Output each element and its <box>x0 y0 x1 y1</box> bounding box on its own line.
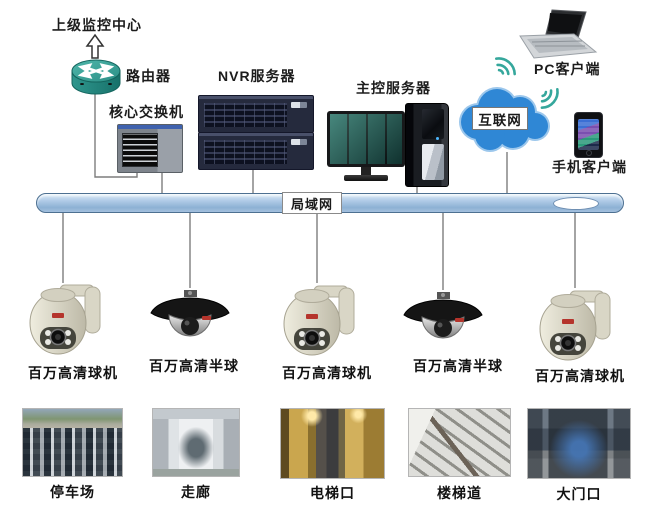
tower-power-led <box>436 137 439 140</box>
main-server-label: 主控服务器 <box>356 80 431 96</box>
nvr-unit-icon <box>198 95 314 133</box>
monitor-stand <box>361 167 371 175</box>
server-tower-icon <box>405 103 449 187</box>
speed-dome-camera-icon <box>539 290 611 361</box>
photo-corridor <box>152 408 240 477</box>
photo-parking-lot <box>22 408 123 477</box>
photo-stairway <box>408 408 511 477</box>
photo-main-gate <box>527 408 631 479</box>
location-label: 走廊 <box>181 484 211 500</box>
speed-dome-camera-icon <box>283 285 355 356</box>
core-switch-label: 核心交换机 <box>109 104 184 120</box>
camera-label: 百万高清球机 <box>282 365 372 381</box>
location-label: 大门口 <box>556 486 602 502</box>
tower-front-panel <box>422 144 444 180</box>
nvr-server-label: NVR服务器 <box>218 68 296 84</box>
tower-window <box>422 109 444 139</box>
location-label: 停车场 <box>50 484 95 500</box>
camera-label: 百万高清半球 <box>413 358 503 374</box>
laptop-icon <box>519 9 598 59</box>
surveillance-grid-screen <box>330 114 402 164</box>
camera-label: 百万高清半球 <box>149 358 239 374</box>
mobile-client-label: 手机客户端 <box>552 159 627 175</box>
router-icon <box>71 59 121 95</box>
video-wall-monitor-icon <box>327 111 405 167</box>
core-switch-icon <box>117 124 183 173</box>
smartphone-icon <box>574 112 603 158</box>
up-arrow-icon <box>85 33 105 59</box>
location-label: 电梯口 <box>310 485 355 501</box>
wifi-waves-icon <box>485 36 534 85</box>
lan-bus-endcap <box>553 196 599 210</box>
monitor-stand-base <box>344 175 388 181</box>
camera-label: 百万高清球机 <box>28 365 118 381</box>
pc-client-label: PC客户端 <box>534 61 601 77</box>
phone-home-button <box>585 149 592 156</box>
phone-screen <box>578 119 599 150</box>
camera-label: 百万高清球机 <box>535 368 625 384</box>
mini-dome-camera-icon <box>403 292 483 339</box>
lan-label: 局域网 <box>282 192 342 214</box>
wifi-waves-icon <box>530 78 579 127</box>
superior-center-label: 上级监控中心 <box>52 17 142 33</box>
router-label: 路由器 <box>126 68 171 84</box>
mini-dome-camera-icon <box>150 290 230 337</box>
photo-elevator <box>280 408 385 479</box>
speed-dome-camera-icon <box>29 284 101 355</box>
internet-label: 互联网 <box>472 107 528 130</box>
location-label: 楼梯道 <box>437 485 482 501</box>
nvr-unit-icon <box>198 132 314 170</box>
